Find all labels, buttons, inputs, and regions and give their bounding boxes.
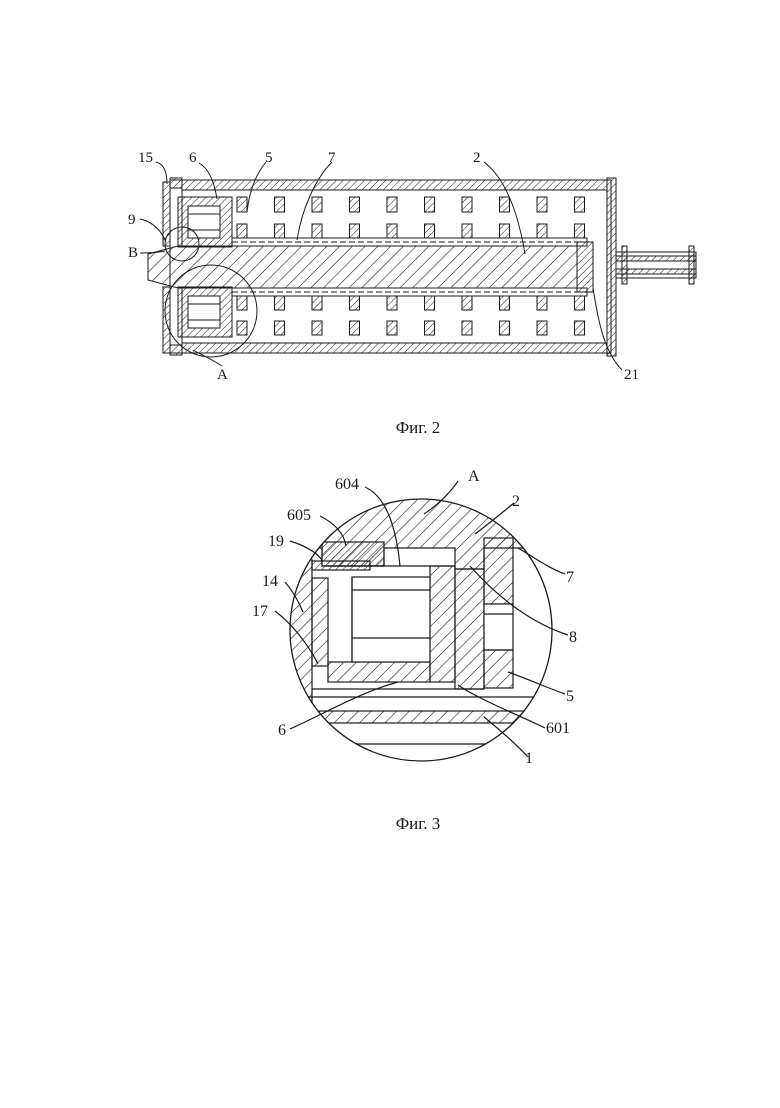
label-2-3: 2 (512, 493, 520, 510)
fin-disc-segment (500, 296, 510, 310)
label-605: 605 (287, 507, 311, 524)
fin-disc-segment (462, 296, 472, 310)
left-flange-bottom (163, 287, 170, 353)
figure-3-detail-view: A 604 2 605 19 7 14 17 8 5 6 601 1 Фиг. … (250, 468, 700, 833)
fin-disc-segment (537, 321, 547, 335)
fin-disc-segment (575, 224, 585, 238)
leader-9 (140, 219, 166, 242)
figure-2-caption: Фиг. 2 (396, 418, 441, 437)
fin-disc-segment (575, 296, 585, 310)
fin-disc-segment (350, 224, 360, 238)
fin-disc-segment (275, 224, 285, 238)
part-19 (312, 561, 370, 570)
label-6: 6 (189, 150, 197, 166)
fin-disc-segment (500, 224, 510, 238)
part-17 (312, 578, 328, 666)
fin-disc-segment (350, 197, 360, 212)
fin-disc-segment (425, 296, 435, 310)
label-6-3: 6 (278, 722, 286, 739)
figure-2-cross-section: 15 6 5 7 2 9 B A 21 Фиг. 2 (128, 150, 696, 437)
main-shaft (148, 246, 577, 288)
fin-disc-segment (312, 197, 322, 212)
housing-top-wall (182, 180, 607, 190)
fin-disc-segment (425, 224, 435, 238)
label-b: B (128, 245, 138, 261)
part-601 (455, 569, 484, 689)
leader-15 (156, 162, 167, 184)
label-19: 19 (268, 533, 284, 550)
fin-disc-segment (387, 197, 397, 212)
fin-disc-segment (425, 321, 435, 335)
tube-flange-right (689, 246, 694, 284)
fin-disc-segment (537, 296, 547, 310)
fin-disc-segment (312, 296, 322, 310)
label-2: 2 (473, 150, 481, 166)
label-604: 604 (335, 476, 359, 493)
label-1: 1 (525, 750, 533, 767)
lower-bearing-cavity (188, 296, 220, 328)
fin-disc-segment (575, 197, 585, 212)
left-cap-bottom (170, 345, 182, 355)
fin-disc-segment (237, 224, 247, 238)
label-15: 15 (138, 150, 153, 166)
fin-disc-segment (350, 321, 360, 335)
label-7: 7 (328, 150, 336, 166)
fin-disc-segment (500, 321, 510, 335)
fin-disc-segment (462, 197, 472, 212)
fin-disc-segment (537, 197, 547, 212)
part-6-lower (328, 662, 430, 682)
leader-7-3 (518, 548, 565, 574)
fin-disc-segment (237, 296, 247, 310)
fin-disc-segment (275, 321, 285, 335)
right-end-plate (607, 178, 616, 356)
label-14: 14 (262, 573, 278, 590)
label-a3: A (468, 468, 480, 485)
label-21: 21 (624, 367, 639, 383)
fin-disc-segment (237, 321, 247, 335)
fin-disc-segment (387, 296, 397, 310)
shaft-sleeve-part-1 (250, 711, 700, 723)
fin-disc-segment (312, 321, 322, 335)
fin-disc-segment (237, 197, 247, 212)
fin-disc-segment (462, 321, 472, 335)
fin-disc-segment (387, 321, 397, 335)
shaft-end-block (577, 242, 593, 292)
fin-disc-segment (537, 224, 547, 238)
fin-gap (484, 604, 513, 650)
fin-disc-segment (350, 296, 360, 310)
fin-disc-segment (275, 296, 285, 310)
upper-bearing-cavity (188, 206, 220, 238)
fin-disc-segment (500, 197, 510, 212)
housing-bottom-wall (182, 343, 607, 353)
label-5: 5 (265, 150, 273, 166)
figure-3-caption: Фиг. 3 (396, 814, 441, 833)
part-6-wall (430, 566, 455, 682)
label-7-3: 7 (566, 569, 574, 586)
fin-disc-segment (312, 224, 322, 238)
label-601: 601 (546, 720, 570, 737)
label-9: 9 (128, 212, 136, 228)
left-cap-top (170, 178, 182, 188)
tube-flange-left (622, 246, 627, 284)
label-a: A (217, 367, 228, 383)
label-5-3: 5 (566, 688, 574, 705)
fin-disc-segment (275, 197, 285, 212)
label-17: 17 (252, 603, 268, 620)
fin-disc-segment (387, 224, 397, 238)
fin-disc-segment (425, 197, 435, 212)
label-8: 8 (569, 629, 577, 646)
fin-disc-segment (462, 224, 472, 238)
fin-disc-segment (575, 321, 585, 335)
fin-part-5 (484, 650, 513, 688)
